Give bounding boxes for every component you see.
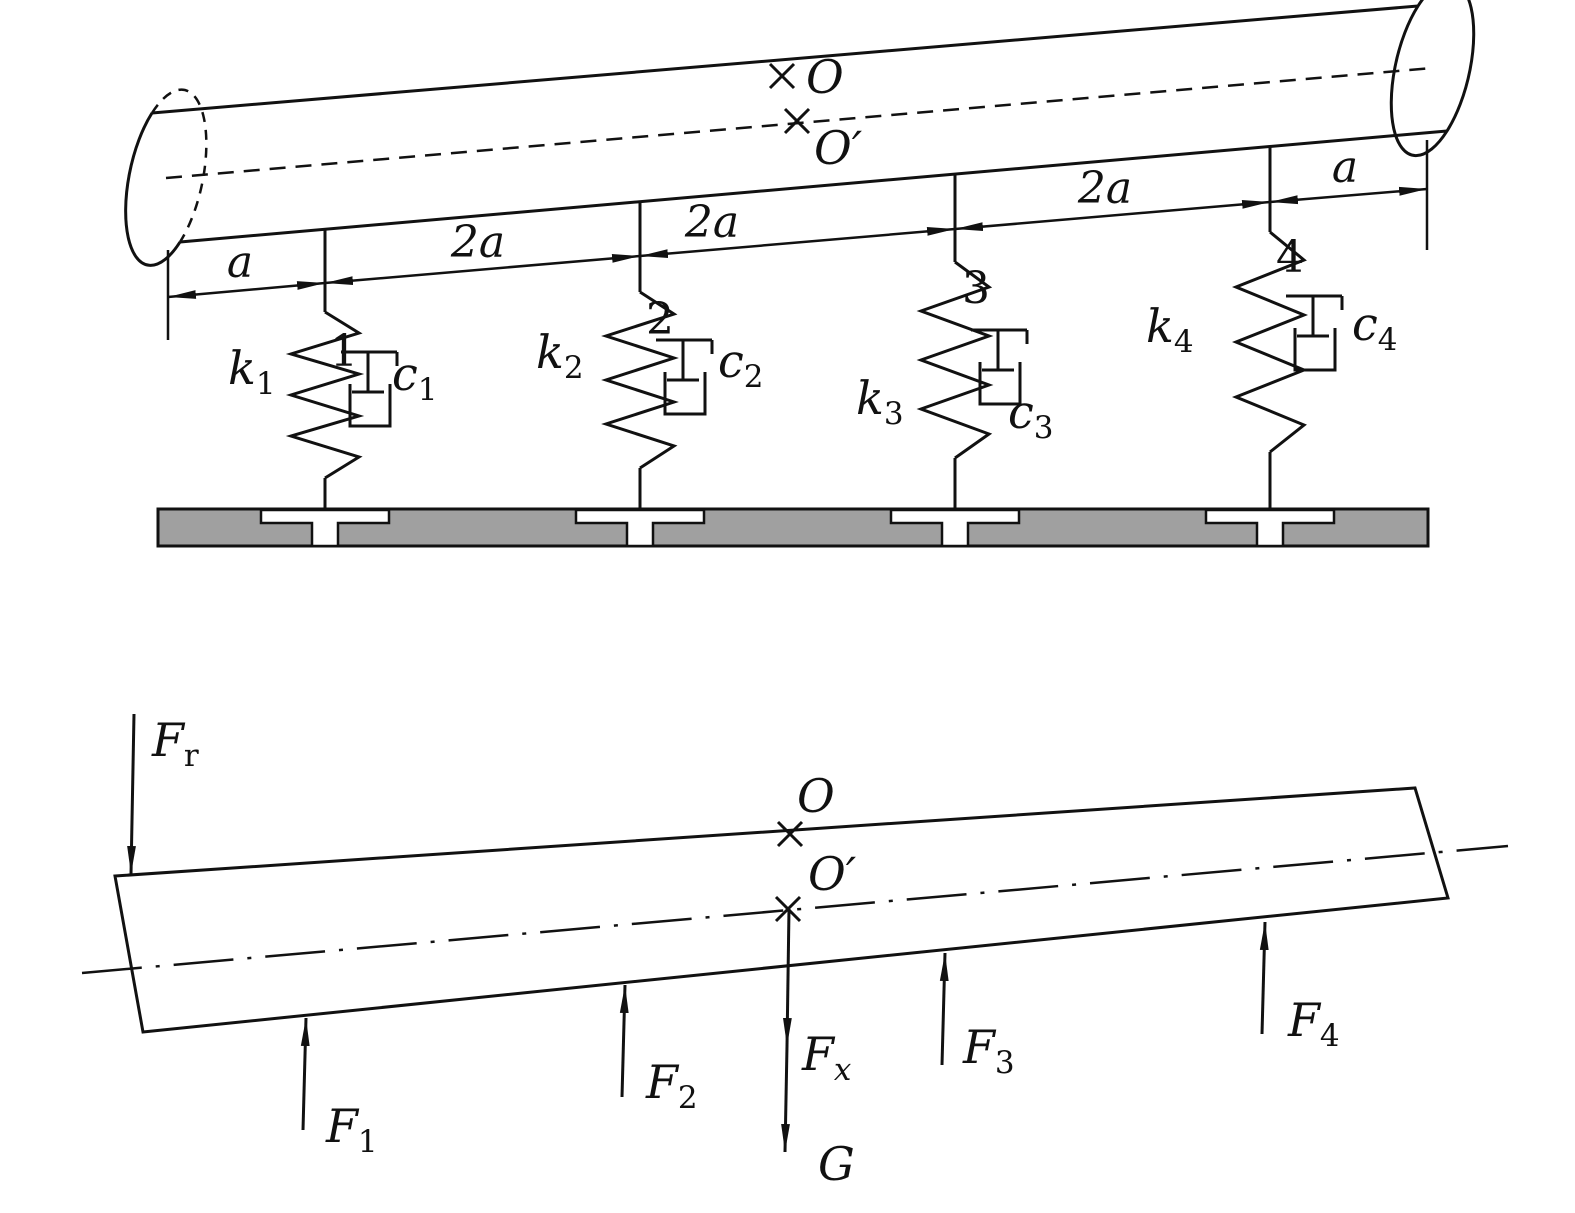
force-g-label: G — [818, 1137, 855, 1191]
dim-label-2a-3: 2a — [1077, 163, 1132, 214]
dimension-chain: a 2a 2a 2a a — [166, 140, 1429, 340]
ground-anchor-3 — [889, 508, 1021, 548]
dim-label-2a-1: 2a — [450, 217, 505, 268]
support-2-spring — [601, 290, 679, 470]
support-unit-3: 3 k3 c3 — [856, 174, 1054, 511]
force-f2-label: F2 — [645, 1055, 698, 1116]
force-f3-label: F3 — [962, 1020, 1015, 1081]
force-f4-arrow — [1259, 921, 1269, 1035]
cylinder-left-cap-outer — [124, 112, 182, 267]
force-f1-label: F1 — [325, 1099, 378, 1160]
bottom-o-prime-label: O′ — [808, 847, 857, 901]
force-fx-arrow — [783, 908, 792, 1047]
center-mark-o-prime-icon — [783, 107, 811, 135]
cylinder-bottom-edge — [179, 129, 1448, 244]
ground-anchor-4 — [1204, 508, 1336, 548]
force-f1-arrow — [300, 1017, 310, 1131]
support-1-k-label: k1 — [228, 341, 276, 402]
force-fr-label: Fr — [151, 713, 199, 774]
force-g-arrow — [781, 1045, 790, 1153]
force-fr: Fr — [127, 713, 199, 875]
support-2-k-label: k2 — [536, 325, 584, 386]
force-fx-g: Fx G — [781, 908, 855, 1191]
support-3-c-label: c3 — [1008, 385, 1054, 446]
cylinder-left-cap-hidden — [150, 88, 208, 243]
force-f4: F4 — [1259, 921, 1340, 1054]
top-o-prime-label: O′ — [814, 121, 863, 175]
support-4-spring — [1231, 230, 1309, 454]
force-free-body-view: O O′ Fr F1 F2 F3 F4 — [81, 713, 1509, 1191]
force-f2: F2 — [619, 984, 698, 1116]
cylinder-top-edge — [151, 4, 1419, 115]
bottom-mark-o-icon — [776, 820, 804, 848]
dim-segment-a-left — [167, 281, 326, 299]
bottom-center-marks: O O′ — [774, 769, 857, 923]
support-2-damper — [656, 338, 714, 416]
support-1-spring — [285, 310, 365, 480]
dim-segment-a-right — [1269, 186, 1428, 205]
force-f3-arrow — [939, 952, 949, 1066]
dim-segment-2a-3 — [954, 200, 1271, 231]
force-f3: F3 — [939, 952, 1015, 1081]
force-f4-label: F4 — [1287, 993, 1340, 1054]
dim-label-2a-2: 2a — [684, 197, 739, 248]
dim-segment-2a-1 — [324, 254, 641, 285]
dim-label-a-left: a — [227, 237, 253, 288]
top-center-marks: O O′ — [768, 50, 863, 175]
support-3-damper — [971, 328, 1029, 406]
support-4-number: 4 — [1276, 232, 1304, 283]
force-f2-arrow — [619, 984, 629, 1098]
support-unit-2: 2 k2 c2 — [536, 202, 764, 511]
roller-top-view: O O′ a 2a 2a 2a a — [124, 0, 1476, 548]
dim-segment-2a-2 — [639, 227, 956, 258]
support-2-c-label: c2 — [718, 334, 764, 395]
ground-anchor-1 — [259, 508, 391, 548]
support-3-k-label: k3 — [856, 371, 904, 432]
cylinder-right-cap — [1389, 0, 1476, 158]
force-fr-arrow — [127, 713, 136, 875]
support-4-c-label: c4 — [1352, 297, 1398, 358]
support-3-number: 3 — [962, 263, 990, 314]
ground-anchor-2 — [574, 508, 706, 548]
support-1-c-label: c1 — [392, 347, 438, 408]
center-mark-o-icon — [768, 62, 796, 90]
beam-outline — [113, 786, 1450, 1034]
support-unit-4: 4 k4 c4 — [1146, 146, 1398, 511]
support-1-number: 1 — [330, 326, 358, 377]
ground-foundation — [156, 507, 1430, 548]
top-o-label: O — [806, 50, 844, 104]
bottom-o-label: O — [797, 769, 835, 823]
support-4-k-label: k4 — [1146, 299, 1194, 360]
support-2-number: 2 — [646, 294, 674, 345]
support-4-damper — [1286, 294, 1344, 372]
force-fx-label: Fx — [801, 1027, 852, 1088]
support-1-damper — [341, 350, 399, 428]
roller-cylinder — [124, 0, 1476, 267]
force-f1: F1 — [300, 1017, 378, 1160]
beam-axis-dashdot — [81, 844, 1509, 975]
support-unit-1: 1 k1 c1 — [228, 229, 438, 511]
support-3-spring — [916, 260, 994, 460]
dim-label-a-right: a — [1332, 142, 1358, 193]
